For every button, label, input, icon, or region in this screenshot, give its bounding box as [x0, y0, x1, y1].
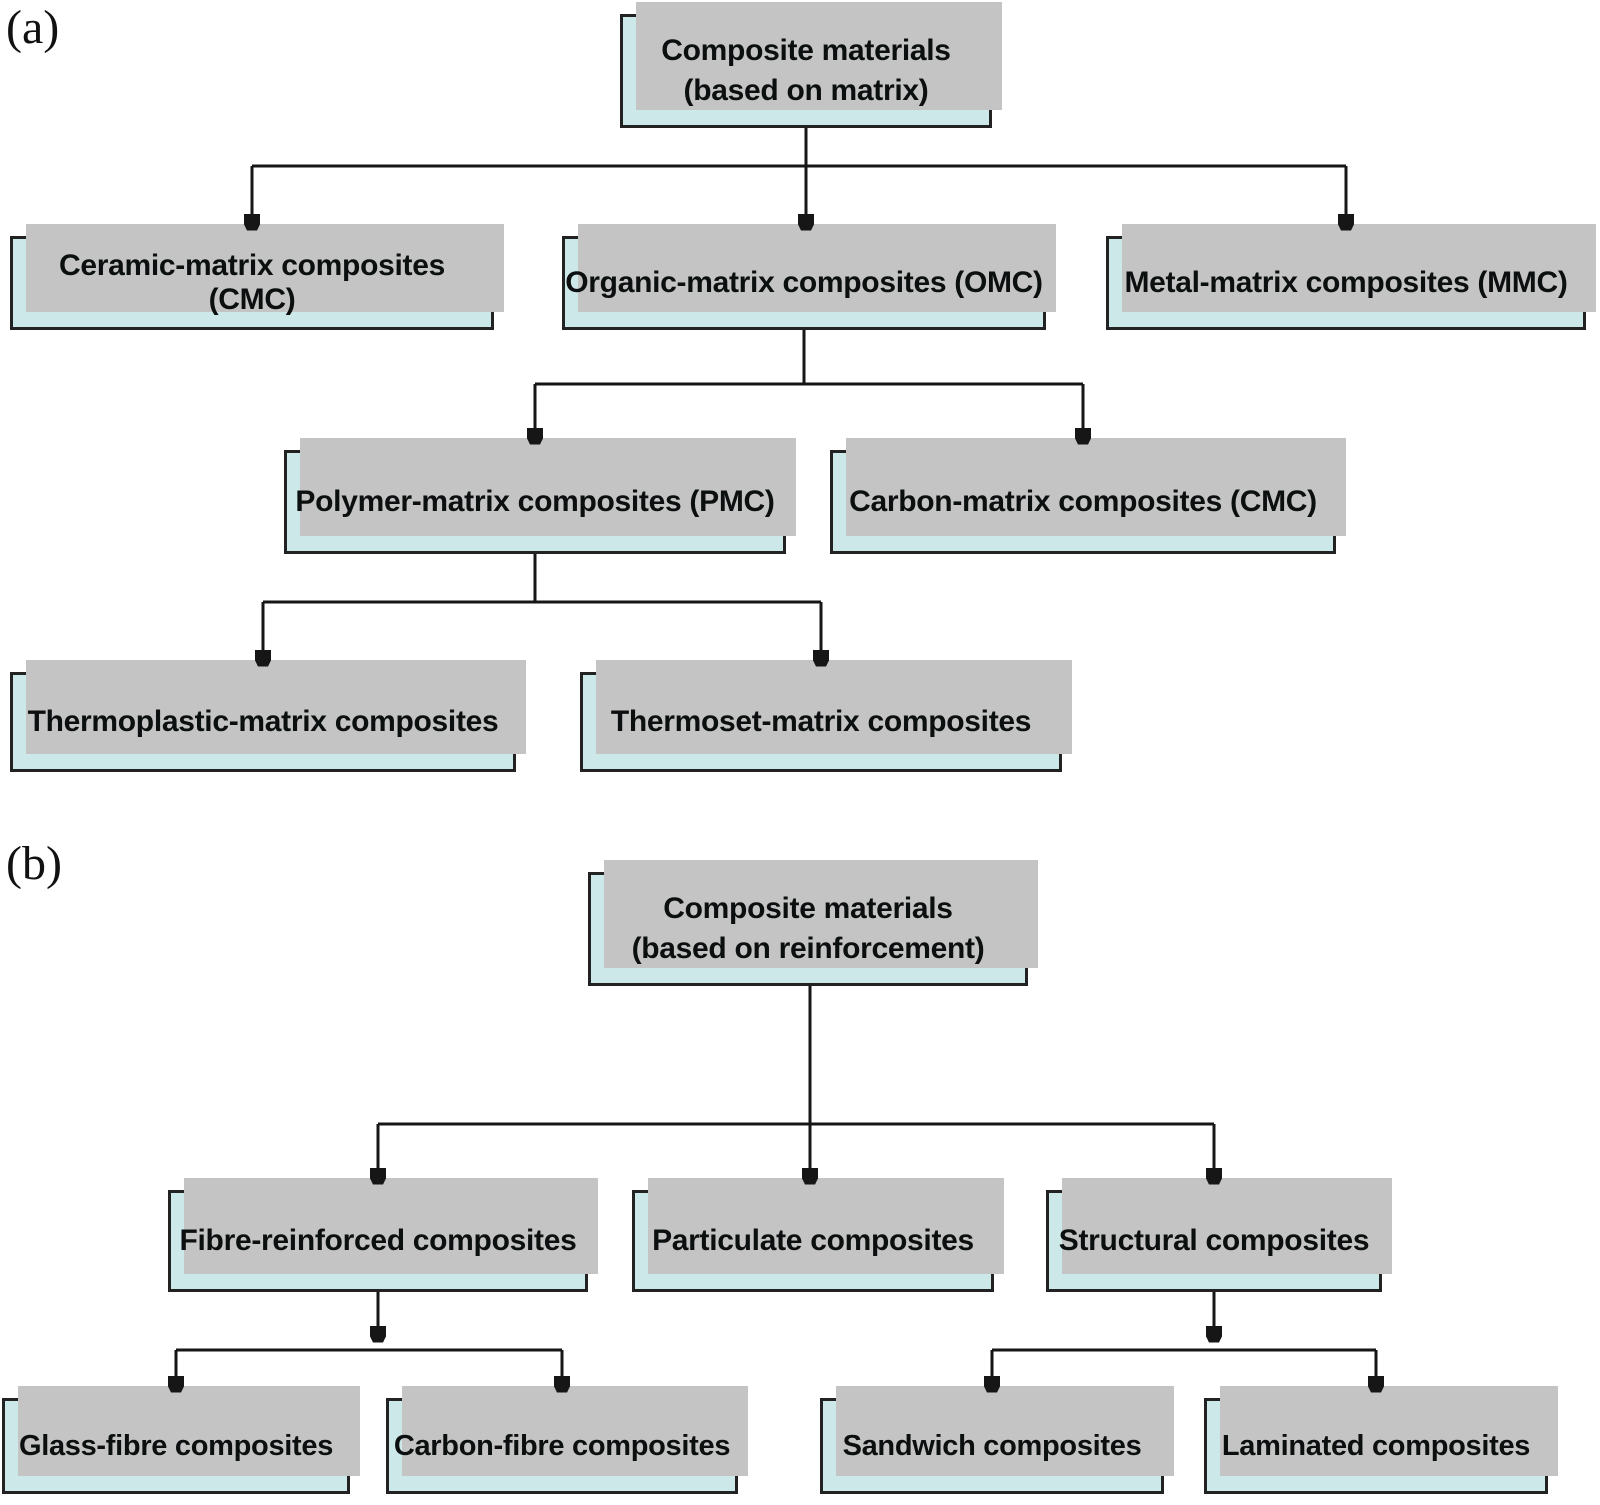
node-thermoplastic-matrix-composites: Thermoplastic-matrix composites [10, 660, 526, 772]
node-fibre-reinforced-composites: Fibre-reinforced composites [168, 1178, 598, 1292]
node-glass-fibre-composites: Glass-fibre composites [2, 1386, 360, 1494]
node-label-line1: Composite materials [661, 34, 951, 67]
node-metal-matrix-composites: Metal-matrix composites (MMC) [1106, 224, 1596, 330]
node-composite-materials-reinforcement: Composite materials (based on reinforcem… [588, 860, 1038, 986]
node-label-line2: (based on reinforcement) [631, 932, 985, 965]
node-particulate-composites: Particulate composites [632, 1178, 1004, 1292]
node-polymer-matrix-composites: Polymer-matrix composites (PMC) [284, 438, 796, 554]
panel-b-label: (b) [6, 837, 62, 890]
node-structural-composites: Structural composites [1046, 1178, 1392, 1292]
node-organic-matrix-composites: Organic-matrix composites (OMC) [562, 224, 1056, 330]
node-ceramic-matrix-composites: Ceramic-matrix composites (CMC) [10, 224, 504, 330]
node-carbon-fibre-composites: Carbon-fibre composites [386, 1386, 748, 1494]
node-label-line2: (based on matrix) [683, 74, 929, 107]
node-composite-materials-matrix: Composite materials (based on matrix) [620, 2, 1002, 128]
node-carbon-matrix-composites: Carbon-matrix composites (CMC) [830, 438, 1346, 554]
node-label-line1: Composite materials [663, 892, 953, 925]
node-thermoset-matrix-composites: Thermoset-matrix composites [580, 660, 1072, 772]
node-sandwich-composites: Sandwich composites [820, 1386, 1174, 1494]
node-laminated-composites: Laminated composites [1204, 1386, 1558, 1494]
panel-a-label: (a) [6, 1, 60, 54]
